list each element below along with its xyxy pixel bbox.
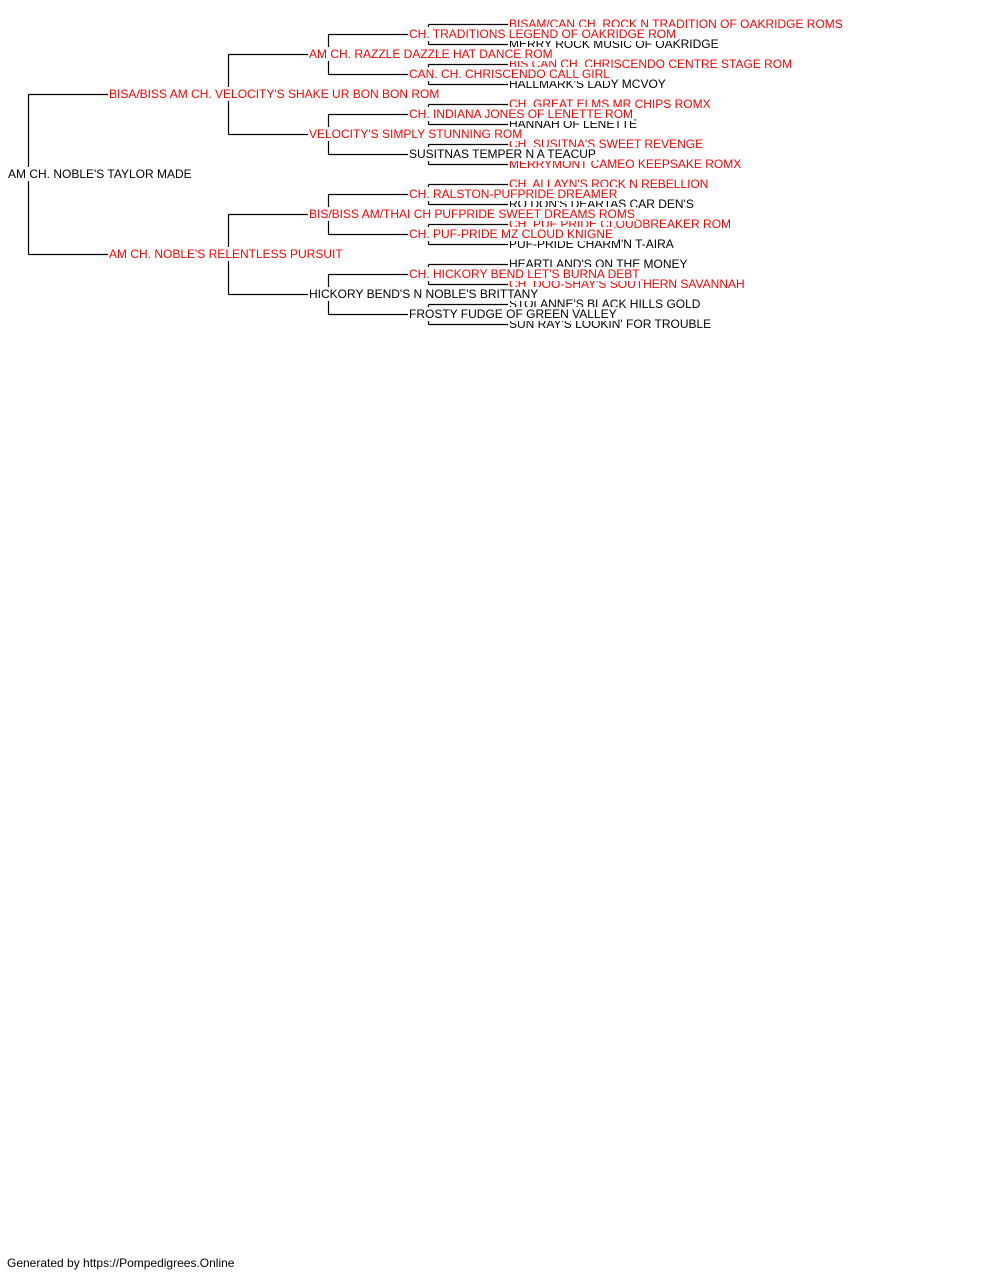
generator-credit: Generated by https://Pompedigrees.Online	[7, 1256, 235, 1270]
pedigree-node-gen2-sire: AM CH. RAZZLE DAZZLE HAT DANCE ROM	[308, 47, 554, 61]
pedigree-node-gen3-dam: SUSITNAS TEMPER N A TEACUP	[408, 147, 597, 161]
pedigree-node-gen3-sire: CH. TRADITIONS LEGEND OF OAKRIDGE ROM	[408, 27, 678, 41]
pedigree-node-gen2-dam: VELOCITY'S SIMPLY STUNNING ROM	[308, 127, 524, 141]
pedigree-node-gen3-dam: FROSTY FUDGE OF GREEN VALLEY	[408, 307, 618, 321]
pedigree-node-gen3-sire: CH. INDIANA JONES OF LENETTE ROM	[408, 107, 635, 121]
pedigree-node-gen1-dam: AM CH. NOBLE'S RELENTLESS PURSUIT	[108, 247, 344, 261]
pedigree-node-gen3-dam: CAN. CH. CHRISCENDO CALL GIRL	[408, 67, 611, 81]
pedigree-node-gen2-sire: BIS/BISS AM/THAI CH PUFPRIDE SWEET DREAM…	[308, 207, 636, 221]
pedigree-node-gen0-subject: AM CH. NOBLE'S TAYLOR MADE	[7, 167, 193, 181]
pedigree-node-gen3-sire: CH. HICKORY BEND LET'S BURNA DEBT	[408, 267, 641, 281]
pedigree-node-gen1-sire: BISA/BISS AM CH. VELOCITY'S SHAKE UR BON…	[108, 87, 441, 101]
pedigree-node-gen3-sire: CH. RALSTON-PUFPRIDE DREAMER	[408, 187, 619, 201]
pedigree-node-gen2-dam: HICKORY BEND'S N NOBLE'S BRITTANY	[308, 287, 540, 301]
pedigree-node-gen3-dam: CH. PUF-PRIDE MZ CLOUD KNIGNE	[408, 227, 615, 241]
